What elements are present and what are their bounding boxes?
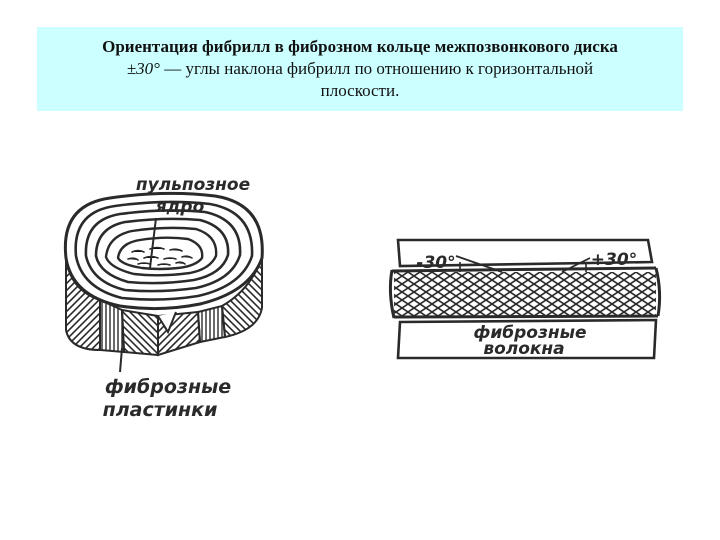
caption-body: ±30° — углы наклона фибрилл по отношению… <box>37 58 683 102</box>
plates-pointer <box>119 347 123 373</box>
angle-right-label: +30° <box>591 250 637 270</box>
nucleus-label-line2: ядро <box>155 197 205 217</box>
caption-rest-line1: — углы наклона фибрилл по отношению к го… <box>159 59 594 78</box>
caption-box: Ориентация фибрилл в фиброзном кольце ме… <box>37 27 683 111</box>
caption-title: Ориентация фибрилл в фиброзном кольце ме… <box>102 37 618 56</box>
fibers-label-line2: волокна <box>483 339 564 359</box>
plates-label-line1: фиброзные <box>105 376 231 398</box>
caption-rest-line2: плоскости. <box>320 81 400 100</box>
plates-label-line2: пластинки <box>103 399 218 421</box>
disc-body <box>63 191 264 357</box>
fibers-label-line1: фиброзные <box>473 323 586 343</box>
fiber-block <box>388 238 662 360</box>
nucleus-label-line1: пульпозное <box>136 175 250 195</box>
angle-left-label: -30° <box>416 253 455 273</box>
caption-angle: ±30° <box>126 59 160 78</box>
